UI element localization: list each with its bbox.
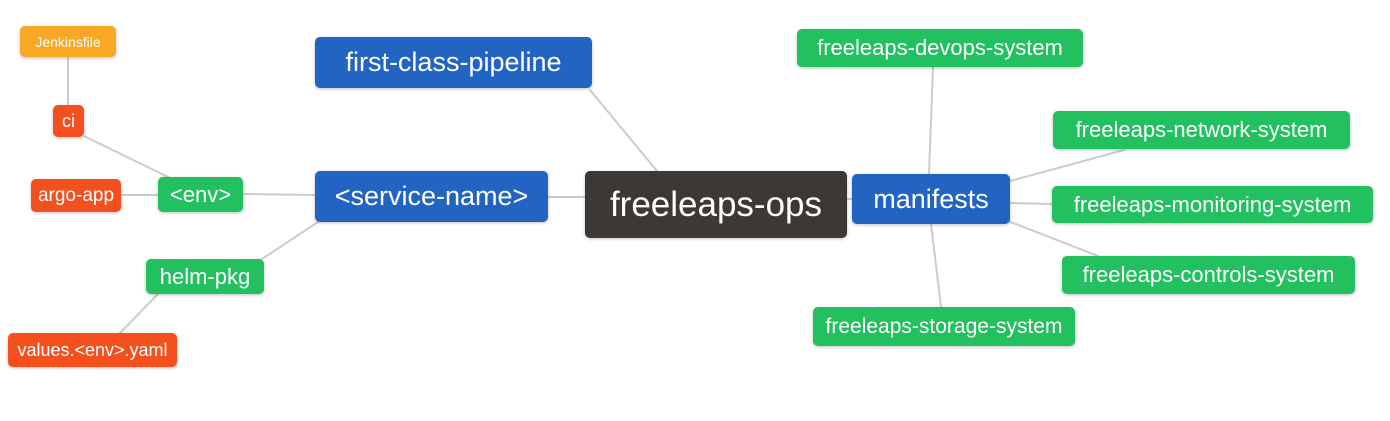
node-devops-system[interactable]: freeleaps-devops-system: [797, 29, 1083, 67]
node-first-class-pipeline[interactable]: first-class-pipeline: [315, 37, 592, 88]
node-argo-app[interactable]: argo-app: [31, 179, 121, 212]
node-ci[interactable]: ci: [53, 105, 84, 137]
node-values-env-yaml[interactable]: values.<env>.yaml: [8, 333, 177, 367]
edge-helm-pkg--values-env-yaml: [119, 293, 159, 334]
edge-env--service-name: [242, 193, 316, 196]
node-storage-system[interactable]: freeleaps-storage-system: [813, 307, 1075, 346]
node-manifests[interactable]: manifests: [852, 174, 1010, 224]
edge-manifests--controls-system: [1007, 220, 1099, 257]
edge-manifests--devops-system: [928, 66, 934, 175]
node-jenkinsfile[interactable]: Jenkinsfile: [20, 26, 116, 57]
node-controls-system[interactable]: freeleaps-controls-system: [1062, 256, 1355, 294]
node-env[interactable]: <env>: [158, 177, 243, 212]
node-service-name[interactable]: <service-name>: [315, 171, 548, 222]
node-freeleaps-ops[interactable]: freeleaps-ops: [585, 171, 847, 238]
edge-service-name--helm-pkg: [261, 221, 319, 260]
edge-manifests--network-system: [1009, 149, 1125, 182]
edge-ci--env: [83, 135, 171, 179]
node-helm-pkg[interactable]: helm-pkg: [146, 259, 264, 294]
edge-manifests--monitoring-system: [1009, 202, 1053, 205]
node-monitoring-system[interactable]: freeleaps-monitoring-system: [1052, 186, 1373, 223]
node-network-system[interactable]: freeleaps-network-system: [1053, 111, 1350, 149]
edge-manifests--storage-system: [930, 223, 942, 308]
edge-first-class-pipeline--freeleaps-ops: [589, 89, 658, 172]
